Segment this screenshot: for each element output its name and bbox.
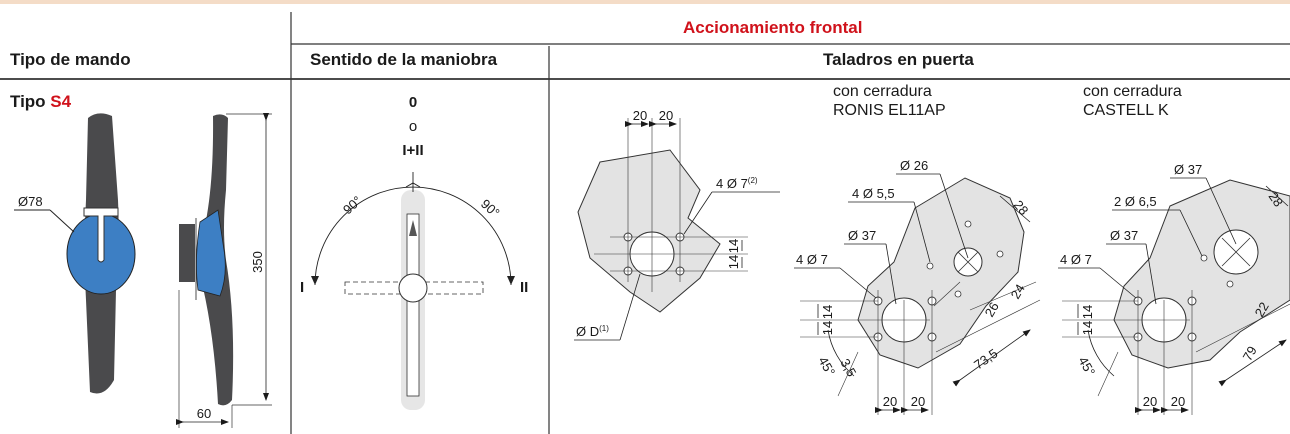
basic-diameter-label: Ø D(1)	[576, 324, 609, 339]
ronis-dim14a: 14	[820, 305, 835, 319]
column-header-control-type: Tipo de mando	[10, 50, 131, 69]
castell-dim20b: 20	[1171, 394, 1185, 409]
drilling-castell: 20 20 14 14 45° 28 22 79 Ø 37 2 Ø 6,5 Ø …	[1058, 162, 1290, 415]
side-base	[179, 224, 195, 282]
castell-holes7: 4 Ø 7	[1060, 252, 1092, 267]
basic-dim-side-a: 14	[726, 239, 741, 253]
castell-holes65: 2 Ø 6,5	[1114, 194, 1157, 209]
castell-dim22: 22	[1252, 299, 1272, 319]
ronis-dim24: 24	[1008, 281, 1028, 301]
rotation-diagram: 0 o I+II 90° 90° I II	[300, 94, 528, 410]
top-accent-bar	[0, 0, 1290, 4]
pos-both: I+II	[402, 142, 423, 159]
handle-diameter-label: Ø78	[18, 194, 43, 209]
drilling-basic: 20 20 14 14 4 Ø 7(2) Ø D(1)	[574, 108, 780, 341]
group-title: Accionamiento frontal	[683, 18, 863, 37]
castell-dim20a: 20	[1143, 394, 1157, 409]
castell-d37top: Ø 37	[1174, 162, 1202, 177]
angle-right-label: 90°	[478, 196, 503, 220]
castell-dim14a: 14	[1080, 305, 1095, 319]
pos-0: 0	[409, 94, 417, 111]
plate-ronis	[857, 177, 1025, 369]
ronis-dim26: 26	[982, 299, 1002, 319]
pos-right: II	[520, 279, 528, 296]
column-header-door-drilling: Taladros en puerta	[823, 50, 974, 69]
castell-dim79: 79	[1240, 343, 1260, 363]
column-header-direction: Sentido de la maniobra	[310, 50, 498, 69]
table-grid	[0, 12, 1290, 434]
handle-front-view: Ø78	[14, 113, 136, 394]
ronis-d37: Ø 37	[848, 228, 876, 243]
basic-dim-side-b: 14	[726, 255, 741, 269]
angle-left-label: 90°	[340, 193, 365, 217]
basic-holes-label: 4 Ø 7(2)	[716, 176, 758, 191]
ronis-dim14b: 14	[820, 321, 835, 335]
castell-dim28: 28	[1266, 189, 1287, 209]
castell-angle: 45°	[1075, 354, 1098, 379]
side-height-label: 350	[250, 251, 265, 273]
castell-dim14b: 14	[1080, 321, 1095, 335]
pos-or: o	[409, 118, 417, 135]
plate-basic	[577, 149, 721, 313]
basic-dim-top-b: 20	[659, 108, 673, 123]
drilling-ronis: 20 20 14 14 45° 3,5 28 26 24 73,5 Ø 26 4…	[794, 158, 1041, 415]
side-width-label: 60	[197, 406, 211, 421]
basic-dim-top-a: 20	[633, 108, 647, 123]
handle-t-mark	[83, 207, 119, 263]
ronis-holes55: 4 Ø 5,5	[852, 186, 895, 201]
rotation-hub	[398, 273, 428, 303]
ronis-dim20a: 20	[883, 394, 897, 409]
handle-side-view: 350 60	[176, 113, 272, 428]
type-label: Tipo S4	[10, 92, 72, 111]
castell-d37: Ø 37	[1110, 228, 1138, 243]
side-knob	[196, 209, 226, 297]
ronis-holes7: 4 Ø 7	[796, 252, 828, 267]
ronis-dim20b: 20	[911, 394, 925, 409]
pos-left: I	[300, 279, 304, 296]
ronis-d26: Ø 26	[900, 158, 928, 173]
leader-diameter	[49, 209, 75, 233]
handle-vertical	[406, 213, 420, 397]
type-code: S4	[50, 92, 72, 111]
ronis-dim35: 3,5	[837, 356, 859, 379]
ronis-angle: 45°	[815, 354, 838, 379]
